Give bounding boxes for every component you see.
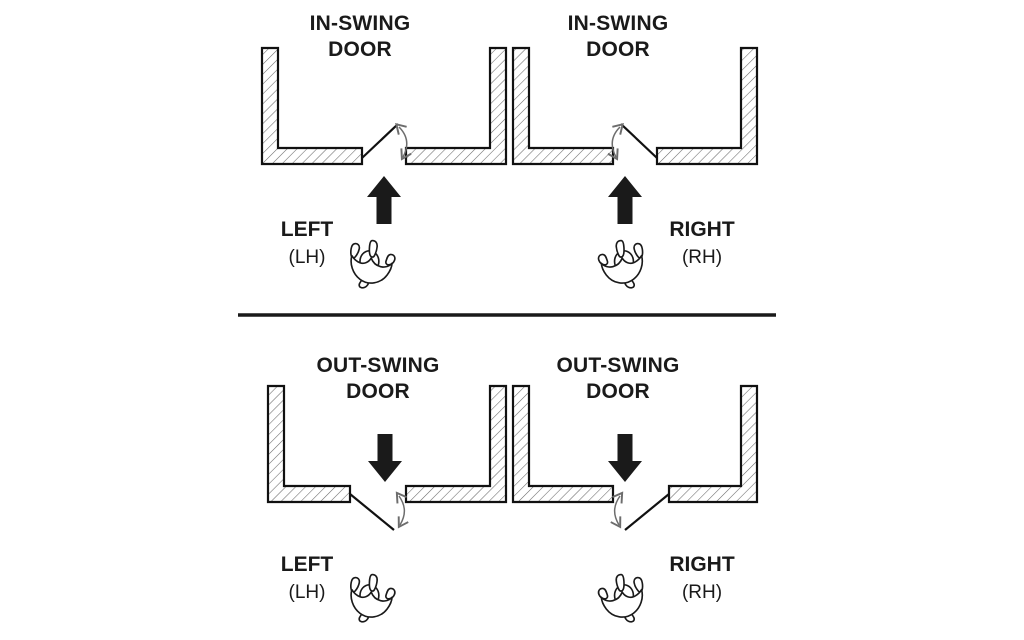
unit-title-line1: OUT-SWING (556, 354, 679, 377)
wall-left-jamb (266, 384, 352, 504)
section-out-swing: OUT-SWING DOOR LEFT (LH) OUT-SWING DOOR (266, 354, 759, 623)
swing-arc-arrow (395, 123, 412, 161)
unit-title-line1: OUT-SWING (316, 354, 439, 377)
unit-out-swing-right: OUT-SWING DOOR RIGHT (RH) (511, 354, 759, 622)
wall-right-jamb (404, 46, 508, 166)
hand-label: LEFT (281, 218, 334, 241)
unit-title-line2: DOOR (346, 380, 410, 403)
unit-in-swing-left: IN-SWING DOOR LEFT (LH) (260, 12, 508, 289)
wall-right-jamb (667, 384, 759, 504)
unit-title-line1: IN-SWING (568, 12, 669, 35)
hand-label: RIGHT (669, 218, 735, 241)
unit-title-line1: IN-SWING (310, 12, 411, 35)
swing-arc-arrow (395, 491, 409, 529)
hand-label: RIGHT (669, 553, 735, 576)
wall-right-jamb (655, 46, 759, 166)
hand-abbrev: (LH) (289, 247, 326, 268)
hand-abbrev: (LH) (289, 582, 326, 603)
hand-label: LEFT (281, 553, 334, 576)
section-in-swing: IN-SWING DOOR LEFT (LH) IN-SWING DOOR (260, 12, 759, 289)
wall-left-jamb (260, 46, 364, 166)
door-leaf (349, 493, 395, 531)
swing-arc-arrow (607, 123, 624, 161)
door-leaf (624, 493, 670, 531)
door-leaf (620, 123, 658, 159)
swing-arc-arrow (610, 491, 624, 529)
unit-in-swing-right: IN-SWING DOOR RIGHT (RH) (511, 12, 759, 288)
unit-out-swing-left: OUT-SWING DOOR LEFT (LH) (266, 354, 508, 623)
hand-abbrev: (RH) (682, 582, 722, 603)
door-leaf (361, 123, 399, 159)
wall-left-jamb (511, 384, 615, 504)
hand-abbrev: (RH) (682, 247, 722, 268)
unit-title-line2: DOOR (586, 38, 650, 61)
unit-title-line2: DOOR (328, 38, 392, 61)
unit-title-line2: DOOR (586, 380, 650, 403)
